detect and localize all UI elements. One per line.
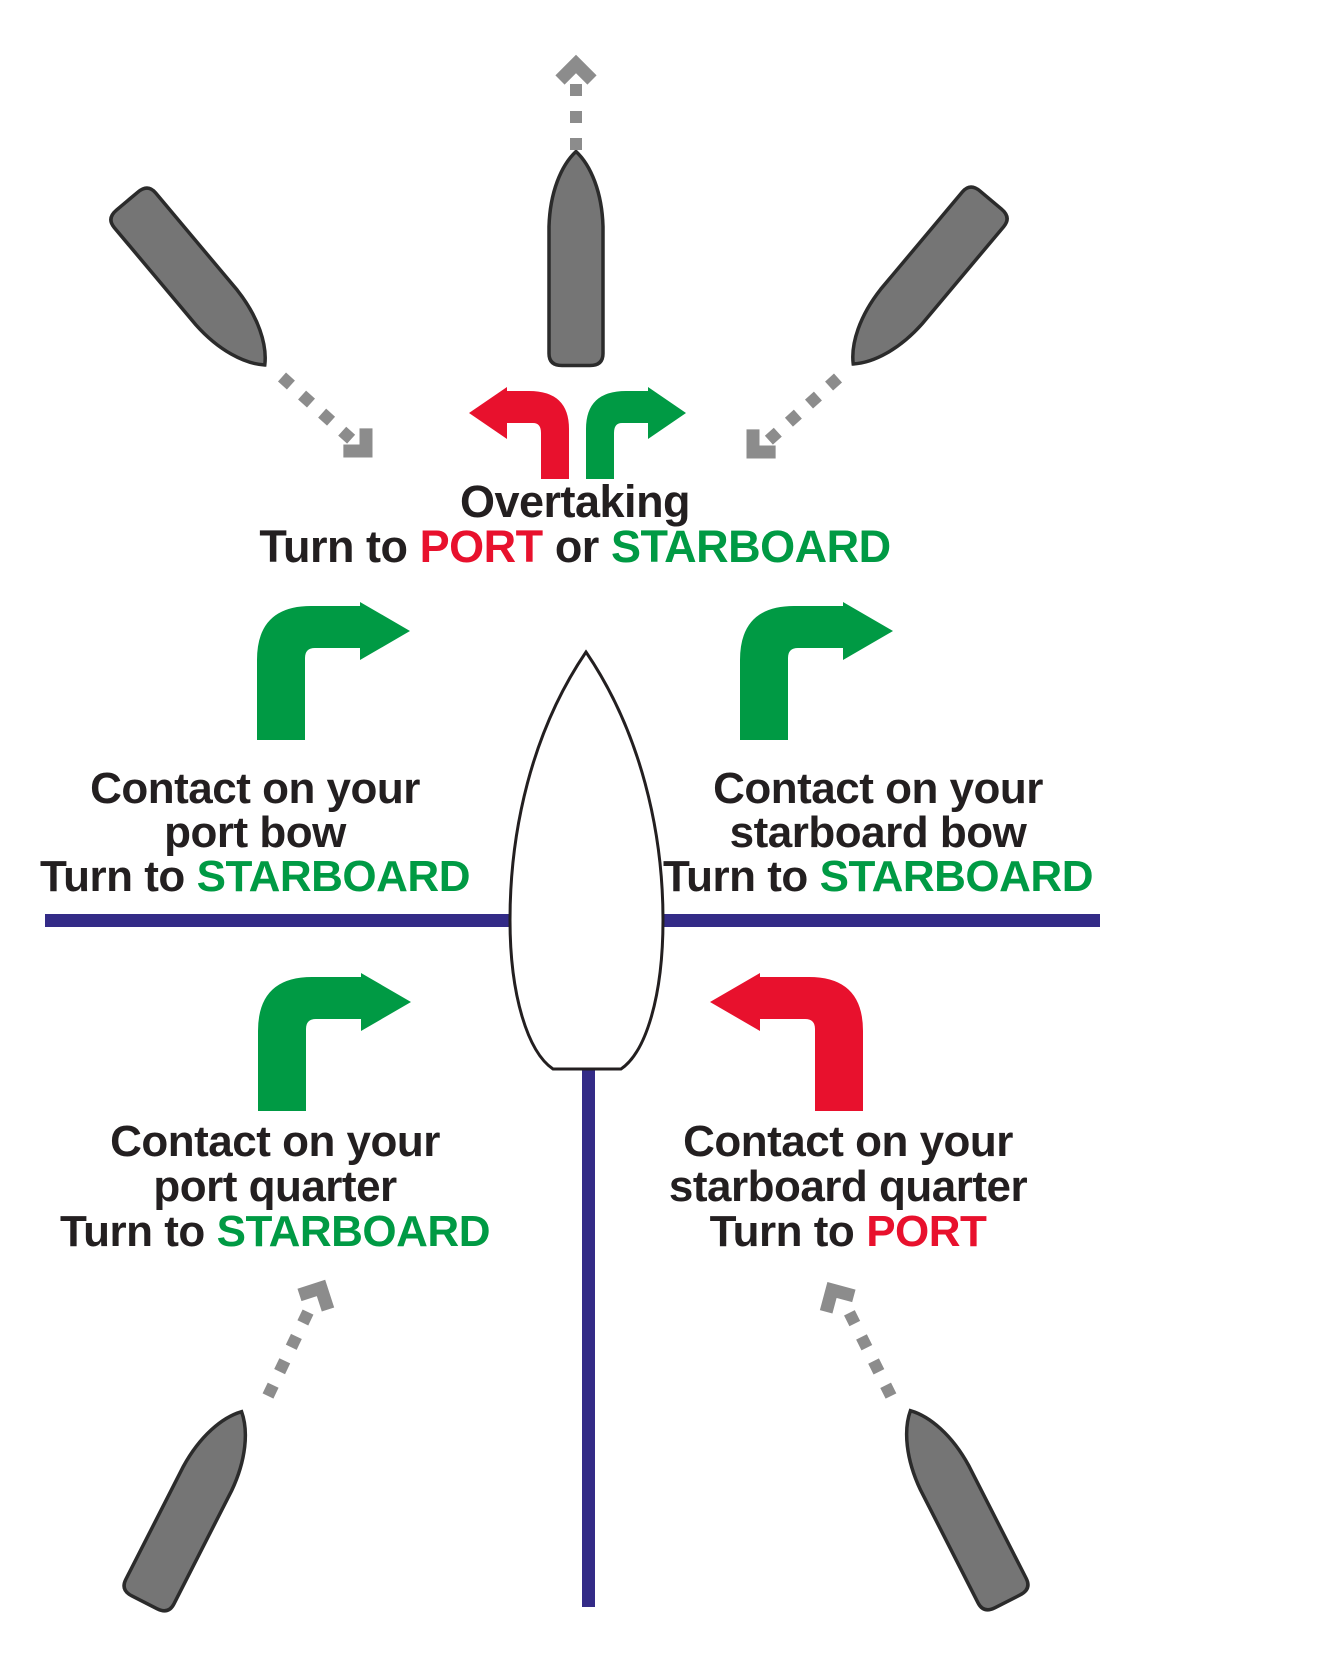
port-bow-course-arrow: [277, 372, 373, 458]
chevron-arrowhead-icon: [555, 54, 597, 85]
contact-line: Contact on your: [683, 1117, 1013, 1166]
starboard-text: STARBOARD: [216, 1207, 491, 1256]
position-line: port quarter: [153, 1162, 397, 1211]
port-bow-turn-arrow-icon: [257, 602, 410, 740]
overtaking-title: Overtaking: [459, 476, 691, 527]
starboard-bow-turn-arrow-icon: [740, 602, 893, 740]
port-quarter-course-arrow: [262, 1279, 335, 1399]
port-text: PORT: [419, 521, 544, 572]
overtaking-boat: [547, 149, 605, 368]
dashed-line: [840, 1303, 897, 1399]
own-boat: [508, 649, 665, 1071]
turn-to-text: Turn to: [40, 852, 185, 901]
turn-to-text: Turn to: [259, 521, 408, 572]
contact-line: Contact on your: [110, 1117, 440, 1166]
dashed-line: [763, 373, 843, 446]
starboard-bow-course-arrow: [746, 373, 843, 459]
overtaking-starboard-turn-arrow-icon: [586, 387, 686, 479]
starboard-quarter-contact-boat: [904, 1408, 1030, 1612]
stern-line: [582, 1064, 595, 1607]
turn-to-text: Turn to: [663, 852, 808, 901]
starboard-text: STARBOARD: [819, 852, 1094, 901]
starboard-bow-contact-boat: [851, 185, 1009, 366]
port-quarter-contact-boat: [122, 1409, 248, 1613]
port-text: PORT: [866, 1207, 987, 1256]
position-line: port bow: [164, 808, 346, 857]
contact-line: Contact on your: [713, 764, 1043, 813]
overtaking-course-arrow: [555, 54, 597, 150]
dashed-line: [262, 1307, 315, 1399]
chevron-arrowhead-icon: [819, 1282, 856, 1314]
starboard-quarter-turn-arrow-icon: [710, 973, 863, 1111]
or-text: or: [554, 521, 600, 572]
chevron-arrowhead-icon: [343, 428, 373, 458]
overtaking-port-turn-arrow-icon: [469, 387, 569, 479]
dashed-line: [277, 372, 357, 445]
position-line: starboard quarter: [668, 1162, 1028, 1211]
turn-to-text: Turn to: [709, 1207, 855, 1256]
position-line: starboard bow: [729, 808, 1027, 857]
port-bow-contact-boat: [109, 186, 267, 367]
chevron-arrowhead-icon: [746, 429, 776, 459]
turn-to-text: Turn to: [60, 1207, 205, 1256]
port-quarter-turn-arrow-icon: [258, 973, 411, 1111]
starboard-quarter-label: Contact on your starboard quarter Turn t…: [668, 1117, 1028, 1254]
chevron-arrowhead-icon: [297, 1279, 335, 1312]
starboard-quarter-course-arrow: [819, 1282, 897, 1399]
starboard-text: STARBOARD: [610, 521, 891, 572]
starboard-text: STARBOARD: [196, 852, 471, 901]
contact-line: Contact on your: [90, 764, 420, 813]
